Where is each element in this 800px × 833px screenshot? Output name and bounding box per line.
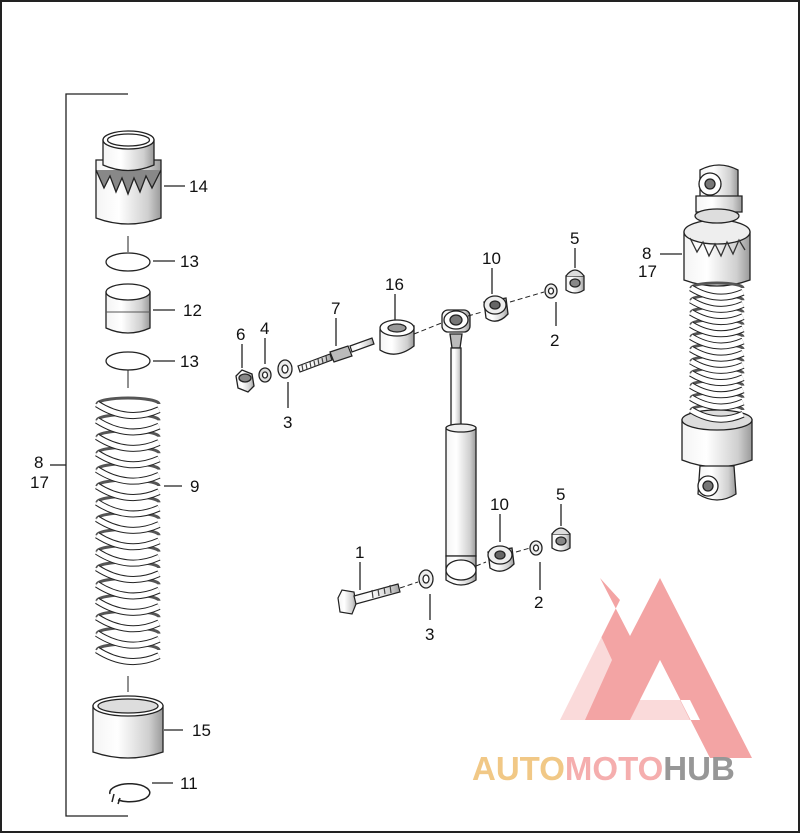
brand-auto-text: AUTO	[472, 750, 565, 787]
centerline-lower-right	[515, 547, 531, 553]
part-14-upper-cover	[95, 130, 162, 225]
callout-1: 1	[355, 543, 364, 562]
callout-13-lower: 13	[180, 352, 199, 371]
logo-inner-triangle	[548, 634, 700, 740]
part-13-ring-lower	[105, 351, 151, 388]
callout-5-lower: 5	[556, 485, 565, 504]
centerline-upper-far	[509, 291, 545, 303]
part-7-stud	[297, 337, 375, 373]
part-10-bushing-lower	[487, 545, 515, 572]
part-6-nut-upper	[235, 369, 255, 393]
brand-hub-text: HUB	[663, 750, 735, 787]
callout-2-upper: 2	[550, 331, 559, 350]
part-5-cap-nut-lower	[551, 527, 571, 552]
callout-13-upper: 13	[180, 252, 199, 271]
callout-11: 11	[180, 774, 198, 793]
part-12-collar	[105, 283, 151, 334]
part-2-washer-upper	[544, 283, 558, 299]
part-13-ring-upper	[105, 236, 151, 272]
part-16-spacer	[379, 319, 415, 355]
part-10-bushing-upper	[483, 295, 509, 322]
part-9-spring	[95, 396, 161, 666]
centerline-lower-left	[399, 581, 419, 589]
callout-6: 6	[236, 325, 245, 344]
automotohub-logo: AUTOMOTOHUB	[472, 578, 752, 787]
callout-10-lower: 10	[490, 495, 509, 514]
part-1-bolt	[337, 583, 401, 615]
callout-8-right: 8	[642, 244, 651, 263]
part-4-lockwasher	[258, 367, 272, 383]
part-3-washer-upper	[277, 359, 293, 379]
svg-text:AUTOMOTOHUB: AUTOMOTOHUB	[472, 750, 735, 787]
part-3-washer-lower	[418, 569, 434, 589]
centerline-lower-mid	[475, 561, 487, 567]
assembled-shock-absorber	[681, 164, 753, 501]
callout-17-right: 17	[638, 262, 657, 281]
callout-3-upper: 3	[283, 413, 292, 432]
callout-17-left: 17	[30, 473, 49, 492]
part-11-circlip	[109, 783, 151, 805]
centerline-upper	[413, 321, 445, 335]
callout-9: 9	[190, 477, 199, 496]
part-5-cap-nut-upper	[565, 269, 585, 294]
callout-12: 12	[183, 301, 202, 320]
centerline-upper-right	[467, 311, 483, 317]
callout-7: 7	[331, 299, 340, 318]
assembly-bracket	[50, 93, 128, 817]
brand-moto-text: MOTO	[565, 750, 663, 787]
part-2-washer-lower	[529, 540, 543, 556]
callout-16: 16	[385, 275, 404, 294]
callout-3-lower: 3	[425, 625, 434, 644]
part-15-lower-seat	[92, 695, 164, 759]
callout-15: 15	[192, 721, 211, 740]
assembled-spring	[689, 281, 745, 423]
callout-5-upper: 5	[570, 229, 579, 248]
damper-body	[441, 309, 477, 586]
callout-4: 4	[260, 319, 269, 338]
callout-2-lower: 2	[534, 593, 543, 612]
callout-14: 14	[189, 177, 208, 196]
callout-10-upper: 10	[482, 249, 501, 268]
callout-8-left: 8	[34, 453, 43, 472]
